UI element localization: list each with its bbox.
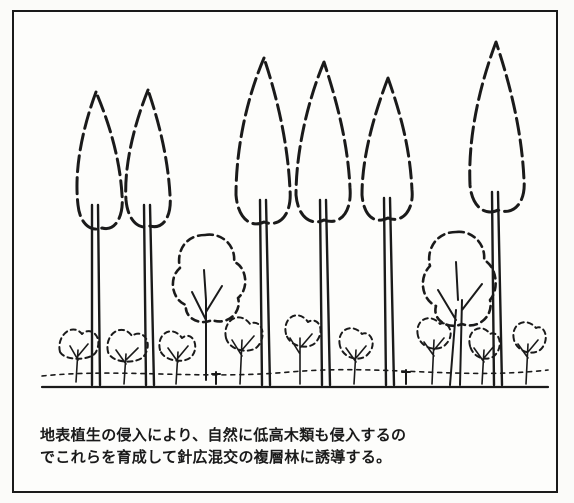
shrub (284, 314, 322, 348)
shrub-stem (231, 335, 255, 385)
shrub-stem (167, 345, 189, 385)
conifer-tree (360, 76, 414, 387)
shrub (158, 330, 197, 362)
shrub-stem (517, 339, 539, 385)
shrub-stem (289, 333, 313, 385)
ground-vegetation-line (41, 368, 549, 377)
shrub (58, 328, 100, 360)
caption-line-2: でこれらを育成して針広混交の複層林に誘導する。 (40, 448, 392, 466)
broadleaf-tree (171, 233, 247, 381)
shrub-stem (423, 337, 445, 385)
shrub (224, 316, 264, 352)
sapling (401, 369, 411, 385)
diagram-frame (12, 10, 558, 493)
conifer-tree (468, 40, 526, 387)
shrub (468, 327, 501, 360)
sapling (211, 371, 221, 385)
shrub-stem (69, 343, 89, 383)
shrub-stem (345, 345, 367, 385)
shrub-stem (473, 345, 495, 385)
conifer-tree (294, 60, 352, 387)
caption-line-1: 地表植生の侵入により、自然に低高木類も侵入するの (40, 426, 407, 444)
conifer-tree (234, 56, 292, 387)
shrub (106, 329, 149, 363)
shrub (416, 317, 452, 350)
conifer-tree (124, 88, 172, 387)
conifer-tree (75, 90, 124, 387)
shrub (512, 321, 547, 354)
shrub-stem (115, 347, 139, 385)
broadleaf-tree (421, 230, 497, 386)
caption: 地表植生の侵入により、自然に低高木類も侵入するの でこれらを育成して針広混交の複… (40, 424, 540, 468)
